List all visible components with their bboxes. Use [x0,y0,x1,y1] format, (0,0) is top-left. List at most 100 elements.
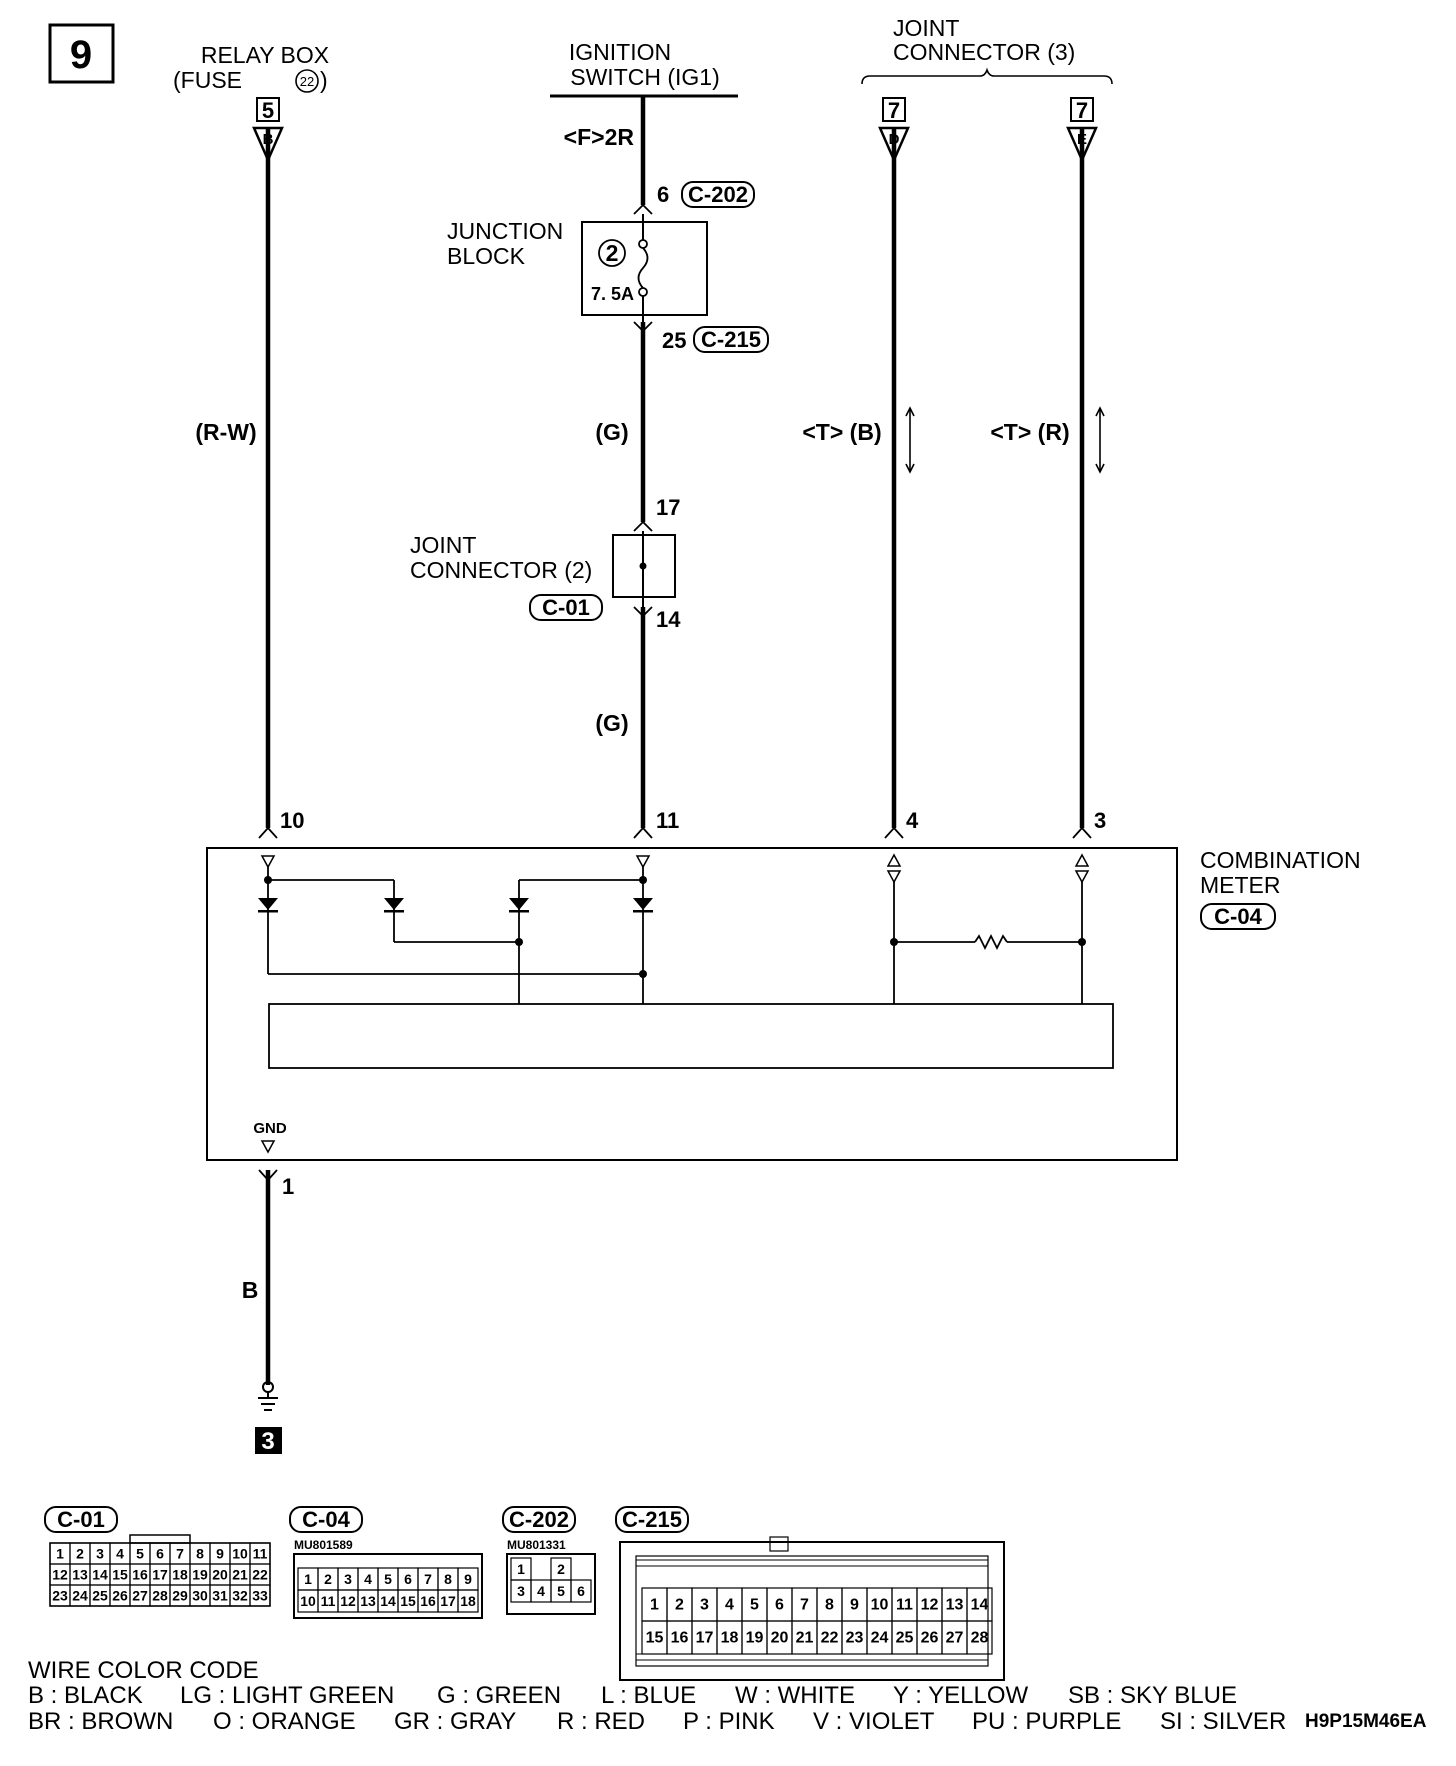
pin-number: 17 [440,1593,456,1609]
legend-yellow: Y : YELLOW [893,1682,1029,1709]
combination-meter: 10 11 4 3 COMBINATION METER C-04 [206,808,1361,1199]
meter-label: COMBINATION [1200,847,1361,873]
relay-box-title-close: ) [320,67,328,93]
pin-number: 1 [56,1546,64,1562]
pin-number: 27 [946,1630,964,1647]
pin-number: 1 [517,1561,525,1577]
pin-number: 9 [464,1571,472,1587]
pin-number: 1 [650,1597,659,1614]
connector-c01-name: C-01 [57,1507,105,1532]
legend-pink: P : PINK [683,1708,775,1735]
joint-connector-3-subtitle: CONNECTOR (3) [893,39,1075,65]
pin-number: 11 [896,1597,913,1614]
pin-number: 13 [946,1597,964,1614]
ignition-source: IGNITION SWITCH (IG1) <F>2R [550,39,738,150]
pin-number: 4 [725,1597,734,1614]
joint-connector-3-ref-d: 7 [888,98,900,123]
pin-number: 12 [921,1597,939,1614]
pin-number: 25 [92,1588,108,1604]
pin-number: 17 [696,1630,714,1647]
pin-number: 14 [380,1593,396,1609]
wire-label-ground: B [242,1277,259,1303]
pin-number: 16 [420,1593,436,1609]
ground-number: 3 [261,1428,274,1455]
relay-box-source: RELAY BOX (FUSE 22 ) 5 B [173,42,329,164]
legend-red: R : RED [557,1708,645,1735]
connector-marks [258,203,1092,1182]
relay-box-title: RELAY BOX [201,42,329,68]
pin-number: 4 [116,1546,124,1562]
pin-number: 5 [136,1546,144,1562]
pin-number: 7 [424,1571,432,1587]
wire-labels: (R-W) (G) (G) <T> (B) <T> (R) B [195,419,1069,1303]
pin-number: 4 [364,1571,372,1587]
joint-connector-2-conn: C-01 [542,595,590,620]
pin-number: 12 [340,1593,356,1609]
pin-number: 2 [324,1571,332,1587]
junction-label-2: BLOCK [447,243,526,269]
joint-connector-2: 17 JOINT CONNECTOR (2) C-01 14 [410,495,681,632]
pin-number: 7 [800,1597,809,1614]
joint-connector-3-source: JOINT CONNECTOR (3) 7 D 7 E [861,15,1113,164]
pin-number: 9 [216,1546,224,1562]
pin-cell [457,1589,479,1613]
pin-number: 13 [360,1593,376,1609]
wires [265,96,1085,1385]
wire-label-can-e: <T> (R) [990,419,1069,445]
pin-number: 8 [444,1571,452,1587]
pin-number: 17 [152,1567,168,1583]
legend-green: G : GREEN [437,1682,561,1709]
pin-number: 13 [72,1567,88,1583]
joint-connector-2-pin-out: 14 [656,607,681,632]
pin-number: 20 [771,1630,789,1647]
pin-number: 8 [196,1546,204,1562]
junction-block: 6 C-202 JUNCTION BLOCK 2 7. 5A 25 C-215 [447,181,769,353]
connector-c04-name: C-04 [302,1507,350,1532]
connector-c215-name: C-215 [622,1507,682,1532]
pin-number: 22 [252,1567,268,1583]
pin-number: 6 [577,1583,585,1599]
pin-number: 16 [132,1567,148,1583]
legend-brown: BR : BROWN [28,1708,173,1735]
pin-number: 11 [321,1593,336,1609]
pin-cell [249,1584,271,1607]
pin-number: 3 [517,1583,525,1599]
wire-label-ign-lower: (G) [595,710,628,736]
pin-number: 12 [52,1567,68,1583]
pin-number: 14 [92,1567,108,1583]
connector-c04-part: MU801589 [294,1538,353,1552]
ignition-variant: <F>2R [564,124,635,150]
junction-pin-out: 25 [662,328,686,353]
pin-number: 9 [850,1597,859,1614]
pin-number: 19 [746,1630,764,1647]
pin-number: 28 [971,1630,989,1647]
legend-white: W : WHITE [735,1682,855,1709]
pin-number: 16 [671,1630,689,1647]
meter-pin-relay: 10 [280,808,304,833]
pin-number: 21 [232,1567,248,1583]
joint-connector-2-label: JOINT [410,532,476,558]
wire-label-relay: (R-W) [195,419,256,445]
wire-label-ign-upper: (G) [595,419,628,445]
pin-number: 6 [156,1546,164,1562]
pin-number: 27 [132,1588,148,1604]
meter-pin-can-d: 4 [906,808,919,833]
joint-connector-3-ref-e: 7 [1076,98,1088,123]
page-number-box: 9 [48,23,115,84]
diagram-code: H9P15M46EA [1305,1711,1427,1732]
pin-number: 10 [232,1546,248,1562]
junction-pin-in: 6 [657,182,669,207]
pin-number: 19 [192,1567,208,1583]
pin-number: 15 [400,1593,416,1609]
legend-purple: PU : PURPLE [972,1708,1121,1735]
pin-number: 5 [557,1583,565,1599]
pin-number: 14 [971,1597,989,1614]
